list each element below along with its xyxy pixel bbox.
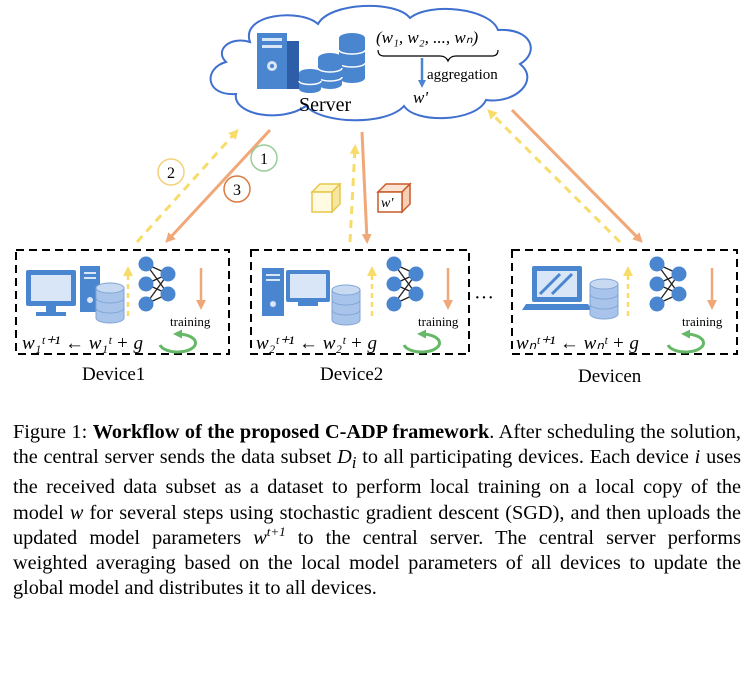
download-arrow-devicen bbox=[510, 108, 643, 243]
update-formula: wₙᵗ⁺¹ ← wₙᵗ + g bbox=[516, 333, 639, 354]
caption-text: uses the received data subset as a datas… bbox=[13, 446, 741, 524]
training-loop-icon bbox=[402, 329, 442, 354]
step-marker-1: 1 bbox=[250, 144, 278, 172]
device-1: training w₁ᵗ⁺¹ ← w₁ᵗ + g Device1 bbox=[15, 249, 230, 385]
underbrace bbox=[377, 49, 499, 63]
svg-text:2: 2 bbox=[167, 165, 175, 182]
device-label: Device1 bbox=[82, 364, 145, 385]
update-formula: w₁ᵗ⁺¹ ← w₁ᵗ + g bbox=[22, 333, 143, 354]
database-icon bbox=[95, 282, 125, 324]
caption-math: i bbox=[694, 446, 701, 469]
training-loop-icon bbox=[666, 329, 706, 354]
svg-text:1: 1 bbox=[260, 151, 268, 168]
caption-text: for several steps using stochastic gradi… bbox=[13, 501, 741, 549]
caption-prefix: Figure 1: bbox=[13, 421, 93, 443]
caption-math: w bbox=[69, 501, 84, 524]
data-cube-icon bbox=[310, 182, 342, 214]
server-label: Server bbox=[299, 94, 352, 116]
figure-caption: Figure 1: Workflow of the proposed C-ADP… bbox=[13, 420, 741, 601]
upload-arrow-device1 bbox=[135, 129, 239, 244]
download-arrow-device1 bbox=[165, 128, 272, 243]
caption-math: i bbox=[351, 453, 357, 473]
database-icon bbox=[331, 284, 361, 326]
neural-network-icon bbox=[385, 255, 425, 313]
download-arrow-device2 bbox=[360, 131, 372, 244]
workstation-icon bbox=[262, 268, 330, 316]
device-ellipsis: ··· bbox=[474, 287, 494, 309]
caption-text: to all participating devices. Each devic… bbox=[356, 446, 695, 469]
caption-math: w bbox=[253, 526, 267, 549]
svg-text:3: 3 bbox=[233, 182, 241, 199]
workflow-diagram: Server (w₁, w₂, ..., wₙ) aggregation w' … bbox=[15, 4, 738, 387]
neural-network-icon bbox=[648, 255, 688, 313]
aggregation-label: aggregation bbox=[427, 67, 498, 83]
caption-math: t+1 bbox=[266, 524, 286, 540]
device-label: Device2 bbox=[320, 364, 383, 385]
database-icon bbox=[589, 278, 619, 320]
neural-network-icon bbox=[137, 255, 177, 313]
caption-text: to the central server. The central serve… bbox=[13, 526, 741, 600]
server-cloud bbox=[209, 4, 532, 122]
server-database-icon bbox=[298, 33, 366, 93]
laptop-icon bbox=[522, 266, 592, 310]
upload-arrow-device2 bbox=[348, 144, 360, 243]
device-n: training wₙᵗ⁺¹ ← wₙᵗ + g Devicen bbox=[511, 249, 738, 387]
weight-box-icon: w' bbox=[376, 182, 412, 214]
computer-icon bbox=[26, 266, 100, 316]
caption-math: D bbox=[337, 446, 352, 469]
training-loop-icon bbox=[158, 329, 198, 354]
caption-title: Workflow of the proposed C-ADP framework bbox=[92, 421, 490, 443]
step-marker-2: 2 bbox=[157, 158, 185, 186]
device-2: training w₂ᵗ⁺¹ ← w₂ᵗ + g Device2 bbox=[250, 249, 470, 385]
broadcast-weight: w' bbox=[381, 196, 394, 211]
server-tower-icon bbox=[257, 33, 299, 89]
upload-arrow-devicen bbox=[487, 109, 622, 244]
step-marker-3: 3 bbox=[223, 175, 251, 203]
server-weights-tuple: (w₁, w₂, ..., wₙ) bbox=[376, 28, 479, 47]
device-label: Devicen bbox=[578, 366, 642, 387]
training-label: training bbox=[682, 314, 723, 329]
caption-text: . After scheduling the solution, the cen… bbox=[13, 421, 741, 469]
training-label: training bbox=[170, 314, 211, 329]
training-label: training bbox=[418, 314, 459, 329]
update-formula: w₂ᵗ⁺¹ ← w₂ᵗ + g bbox=[256, 333, 377, 354]
aggregated-weight: w' bbox=[413, 88, 428, 107]
